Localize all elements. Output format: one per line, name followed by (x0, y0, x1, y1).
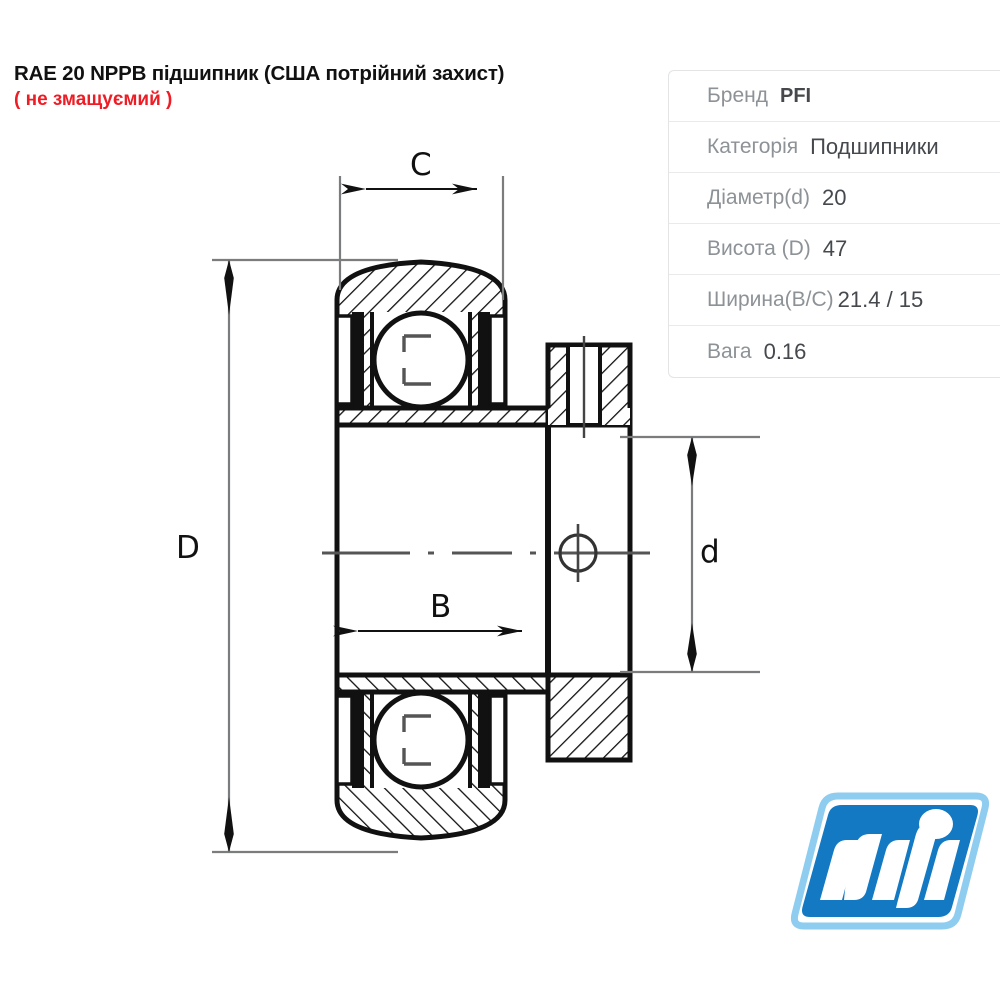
outer-race-lower (334, 672, 508, 841)
seal-lower-left (335, 692, 364, 788)
table-row: Ширина(B/C) 21.4 / 15 (669, 275, 1000, 326)
ball-lower (371, 690, 471, 790)
dimension-label-b: B (430, 589, 452, 625)
logo-lettering (820, 809, 960, 908)
spec-value-width: 21.4 / 15 (837, 287, 924, 312)
inner-race-lower (334, 672, 551, 695)
dimension-label-d-bore: d (700, 534, 720, 570)
pfi-logo (790, 792, 990, 930)
spec-label-width: Ширина(B/C) (707, 288, 834, 311)
spec-label-brand: Бренд (707, 84, 768, 107)
extended-collar (545, 342, 633, 763)
spec-label-category: Категорія (707, 135, 799, 158)
title-block: RAE 20 NPPB підшипник (США потрійний зах… (14, 62, 634, 111)
spec-label-height: Висота (D) (707, 237, 811, 260)
page-title: RAE 20 NPPB підшипник (США потрійний зах… (14, 62, 505, 85)
spec-value-brand: PFI (780, 84, 812, 107)
dimension-D (212, 258, 398, 854)
spec-value-category: Подшипники (810, 134, 939, 159)
table-row: Висота (D) 47 (669, 224, 1000, 275)
spec-value-diameter: 20 (821, 185, 847, 210)
inner-race-upper (334, 405, 551, 428)
spec-value-height: 47 (822, 236, 848, 261)
logo-outline (790, 792, 990, 930)
inner-ring-body (334, 422, 551, 678)
dimension-label-d-outer: D (176, 530, 200, 566)
spec-value-weight: 0.16 (763, 338, 807, 364)
dimension-label-c: C (410, 147, 432, 183)
spec-label-diameter: Діаметр(d) (707, 186, 810, 209)
outer-race-upper (334, 259, 508, 428)
seal-upper-right (478, 312, 507, 408)
seal-upper-left (335, 312, 364, 408)
dimension-C (338, 176, 505, 300)
dimension-d (620, 435, 760, 674)
spec-label-weight: Вага (707, 339, 752, 363)
table-row: Бренд PFI (669, 71, 1000, 122)
spec-table: Бренд PFI Категорія Подшипники Діаметр(d… (668, 70, 1000, 378)
table-row: Вага 0.16 (669, 326, 1000, 377)
table-row: Діаметр(d) 20 (669, 173, 1000, 224)
seal-lower-right (478, 692, 507, 788)
ball-upper (371, 310, 471, 410)
setscrew-circle (558, 524, 598, 582)
table-row: Категорія Подшипники (669, 122, 1000, 173)
page-subtitle: ( не змащуємий ) (14, 88, 173, 110)
